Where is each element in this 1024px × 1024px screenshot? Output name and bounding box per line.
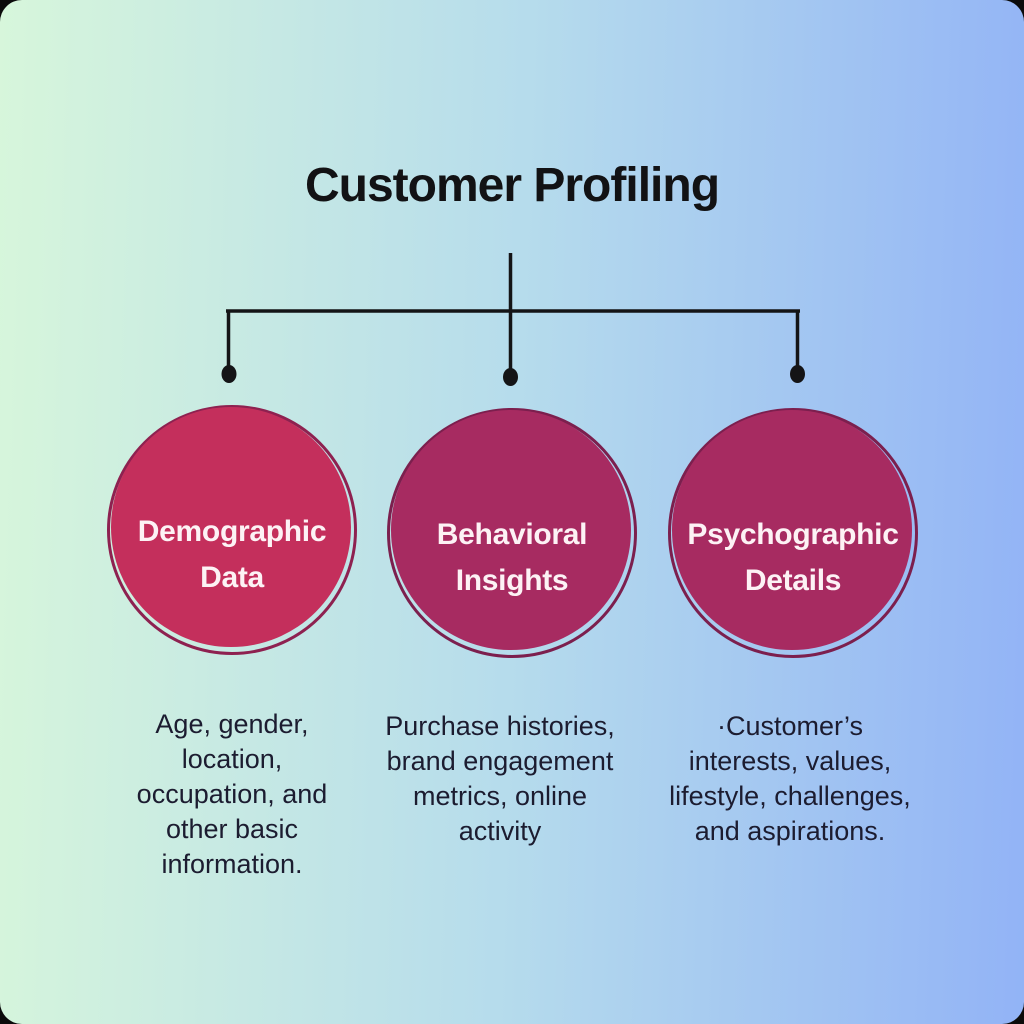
connector-right-dot <box>790 365 805 383</box>
connector-left-dot <box>221 365 237 383</box>
node-ring <box>668 408 918 658</box>
node-circle <box>391 410 631 650</box>
node-description-psychographic: ·Customer’s interests, values, lifestyle… <box>669 711 911 846</box>
connector-center-dot <box>503 368 518 386</box>
node-label: Behavioral Insights <box>436 518 588 597</box>
node-demographic-data: Demographic Data <box>107 405 357 655</box>
node-ring <box>387 408 637 658</box>
node-circle <box>111 407 351 647</box>
node-label: Demographic Data <box>137 515 327 594</box>
node-behavioral-insights: Behavioral Insights <box>387 408 637 658</box>
node-circle <box>672 410 912 650</box>
node-ring <box>107 405 357 655</box>
node-label: Psychographic Details <box>687 518 899 597</box>
node-description-demographic: Age, gender, location, occupation, and o… <box>136 709 328 879</box>
page-title: Customer Profiling <box>304 159 720 212</box>
node-description-behavioral: Purchase histories, brand engagement met… <box>385 711 615 846</box>
node-psychographic-details: Psychographic Details <box>668 408 918 658</box>
